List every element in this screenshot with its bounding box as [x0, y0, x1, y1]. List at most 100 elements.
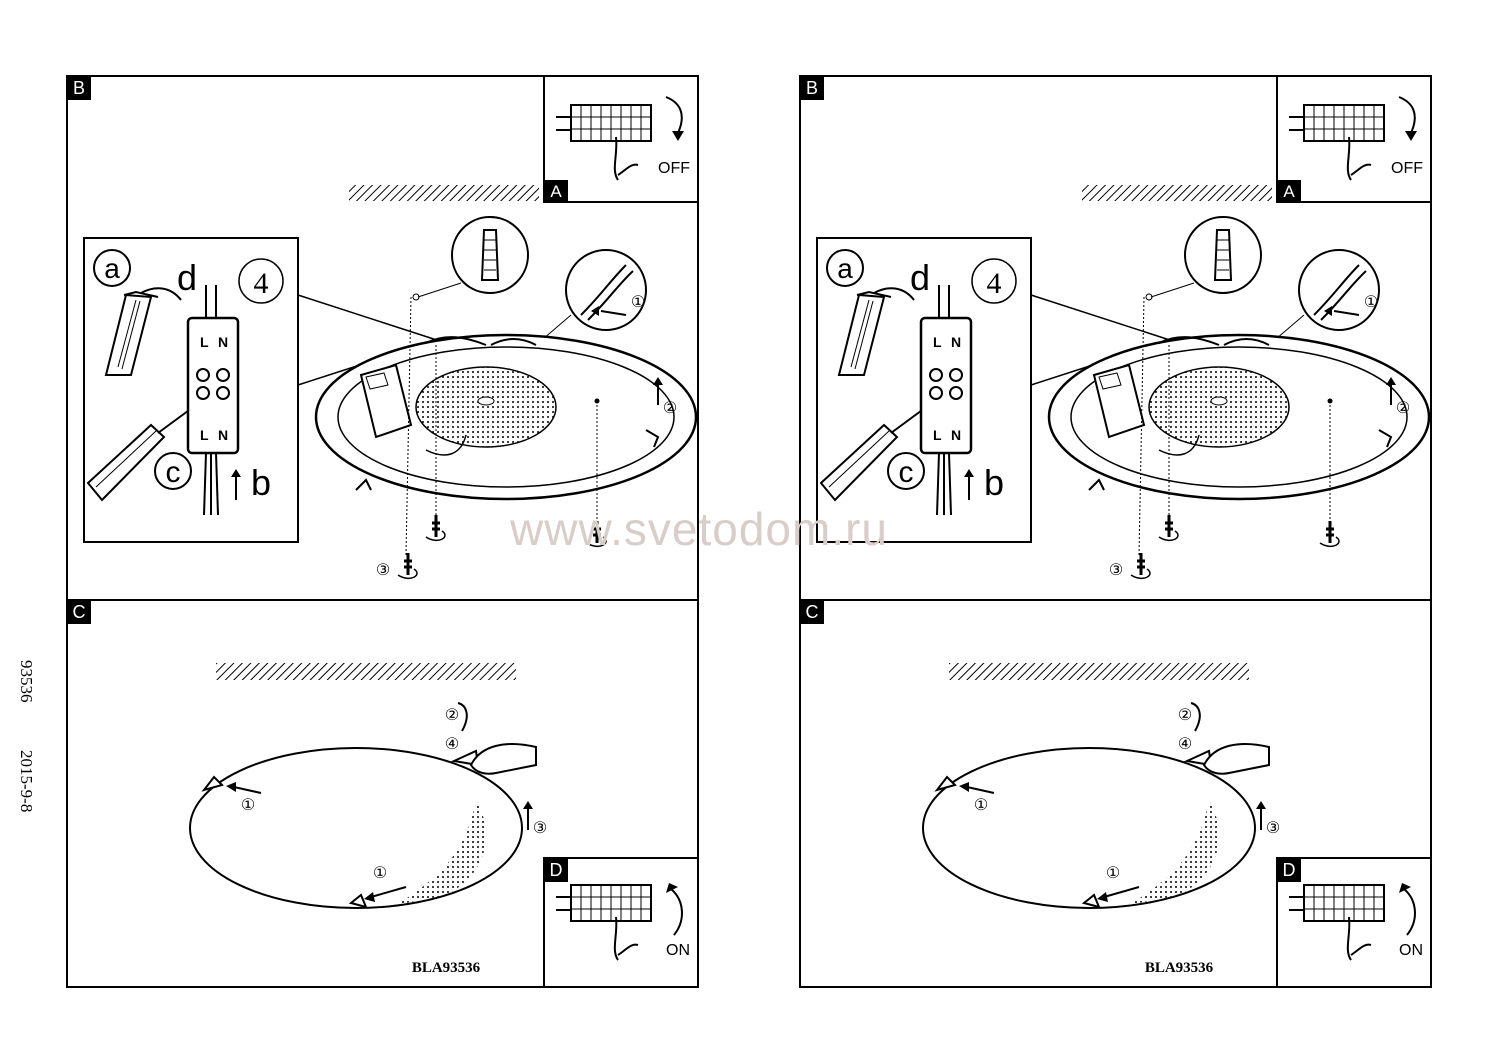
step-marker-2: ②	[663, 400, 677, 417]
terminal-label-l: L	[200, 334, 209, 350]
switch-on-arrow	[670, 888, 683, 936]
switch-off-label: OFF	[1391, 160, 1423, 177]
hand-icon	[469, 743, 537, 775]
wiring-inset: a d 4 c b L N L N	[83, 237, 447, 543]
switch-off-arrow	[1398, 96, 1416, 134]
terminal-block: L N L N	[919, 285, 973, 516]
step-marker-3: ③	[376, 562, 390, 579]
step-marker-1: ①	[631, 294, 645, 311]
circuit-breaker-icon	[1289, 104, 1385, 142]
terminal-block: L N L N	[186, 285, 240, 516]
step-number: 4	[254, 267, 269, 300]
screw-icon	[1130, 553, 1151, 580]
switch-on-panel: D ON	[1276, 857, 1432, 988]
wire-letter-c: c	[166, 456, 181, 489]
side-annotation: 93536 2015-9-8	[6, 660, 46, 900]
clip-detail-inset: ①	[1268, 249, 1380, 346]
panel-label-b: B	[800, 76, 824, 100]
panel-label-c: C	[67, 600, 91, 624]
led-module	[1148, 366, 1290, 448]
panel-label-c-text: C	[806, 602, 819, 622]
wall-plug-icon	[1213, 229, 1233, 281]
model-code: BLA93536	[412, 960, 481, 976]
step-marker-2: ②	[1178, 707, 1192, 724]
panel-label-b-text: B	[73, 78, 85, 98]
hand-icon	[613, 916, 639, 961]
led-module	[415, 366, 557, 448]
circuit-breaker-icon	[556, 884, 652, 922]
terminal-cover	[837, 290, 892, 376]
wire-letter-b: b	[251, 462, 271, 503]
terminal-label-n: N	[218, 334, 228, 350]
dowel-inset	[1145, 216, 1262, 301]
screwdriver-icon	[819, 423, 899, 502]
hand-icon	[1346, 916, 1372, 961]
switch-on-panel: D ON	[543, 857, 699, 988]
ceiling-plate: ②	[314, 296, 698, 556]
step-marker-1: ①	[974, 797, 988, 814]
sheet-drawing: B OFF A a d 4 c b	[799, 75, 1432, 988]
screw-icon	[586, 521, 607, 548]
switch-off-panel: OFF	[1276, 75, 1432, 203]
panel-label-a: A	[544, 180, 568, 202]
panel-label-b-text: B	[806, 78, 818, 98]
step-number: 4	[987, 267, 1002, 300]
instruction-sheet-right: B OFF A a d 4 c b	[799, 75, 1432, 988]
terminal-label-l-bottom: L	[933, 427, 942, 443]
terminal-label-n: N	[951, 334, 961, 350]
step-marker-1-lower: ①	[1106, 865, 1120, 882]
panel-label-b: B	[67, 76, 91, 100]
hand-icon	[613, 136, 639, 181]
wire-letter-a: a	[837, 253, 853, 284]
instruction-sheet-left: B OFF A a d 4 c	[66, 75, 699, 988]
ceiling-hatch	[349, 185, 539, 201]
switch-on-label: ON	[666, 942, 690, 959]
screw-icon	[397, 553, 418, 580]
model-code: BLA93536	[1145, 960, 1214, 976]
terminal-label-n-bottom: N	[218, 427, 228, 443]
wall-plug-icon	[480, 229, 500, 281]
wire-letter-d: d	[910, 257, 930, 298]
switch-off-arrow	[665, 96, 683, 134]
sheet-frame	[799, 75, 1432, 988]
panel-label-d-text: D	[550, 860, 563, 880]
hand-icon	[1202, 743, 1270, 775]
panel-label-a-text: A	[550, 182, 562, 201]
dowel-inset	[412, 216, 529, 301]
hand-icon	[1346, 136, 1372, 181]
step-marker-3: ③	[1266, 820, 1280, 837]
panel-label-d-text: D	[1283, 860, 1296, 880]
screwdriver-icon	[86, 423, 166, 502]
ceiling-hatch	[216, 663, 516, 680]
sheet-drawing: B OFF A a d 4 c	[66, 75, 699, 988]
print-date: 2015-9-8	[17, 750, 36, 813]
circuit-breaker-icon	[1289, 884, 1385, 922]
glass-shade: ① ① ③ ② ④	[189, 702, 547, 909]
ceiling-hatch	[949, 663, 1249, 680]
terminal-label-l-bottom: L	[200, 427, 209, 443]
step-marker-4: ④	[1178, 736, 1192, 753]
terminal-label-n-bottom: N	[951, 427, 961, 443]
terminal-label-l: L	[933, 334, 942, 350]
ceiling-plate: ②	[1047, 296, 1431, 556]
panel-label-c: C	[800, 600, 824, 624]
screw-icon	[1158, 515, 1179, 542]
step-marker-4: ④	[445, 736, 459, 753]
screw-icon	[1319, 521, 1340, 548]
wire-letter-b: b	[984, 462, 1004, 503]
wire-letter-a: a	[104, 253, 120, 284]
step-marker-2: ②	[1396, 400, 1410, 417]
glass-shade: ① ① ③ ② ④	[922, 702, 1280, 909]
step-marker-2: ②	[445, 707, 459, 724]
step-marker-3: ③	[533, 820, 547, 837]
switch-on-label: ON	[1399, 942, 1423, 959]
sheet-frame	[66, 75, 699, 988]
panel-label-a: A	[1277, 180, 1301, 202]
clip-detail-inset: ①	[535, 249, 647, 346]
ceiling-hatch	[1082, 185, 1272, 201]
panel-label-a-text: A	[1283, 182, 1295, 201]
step-marker-1-lower: ①	[373, 865, 387, 882]
step-marker-1: ①	[1364, 294, 1378, 311]
article-number: 93536	[17, 660, 36, 703]
switch-off-panel: OFF	[543, 75, 699, 203]
